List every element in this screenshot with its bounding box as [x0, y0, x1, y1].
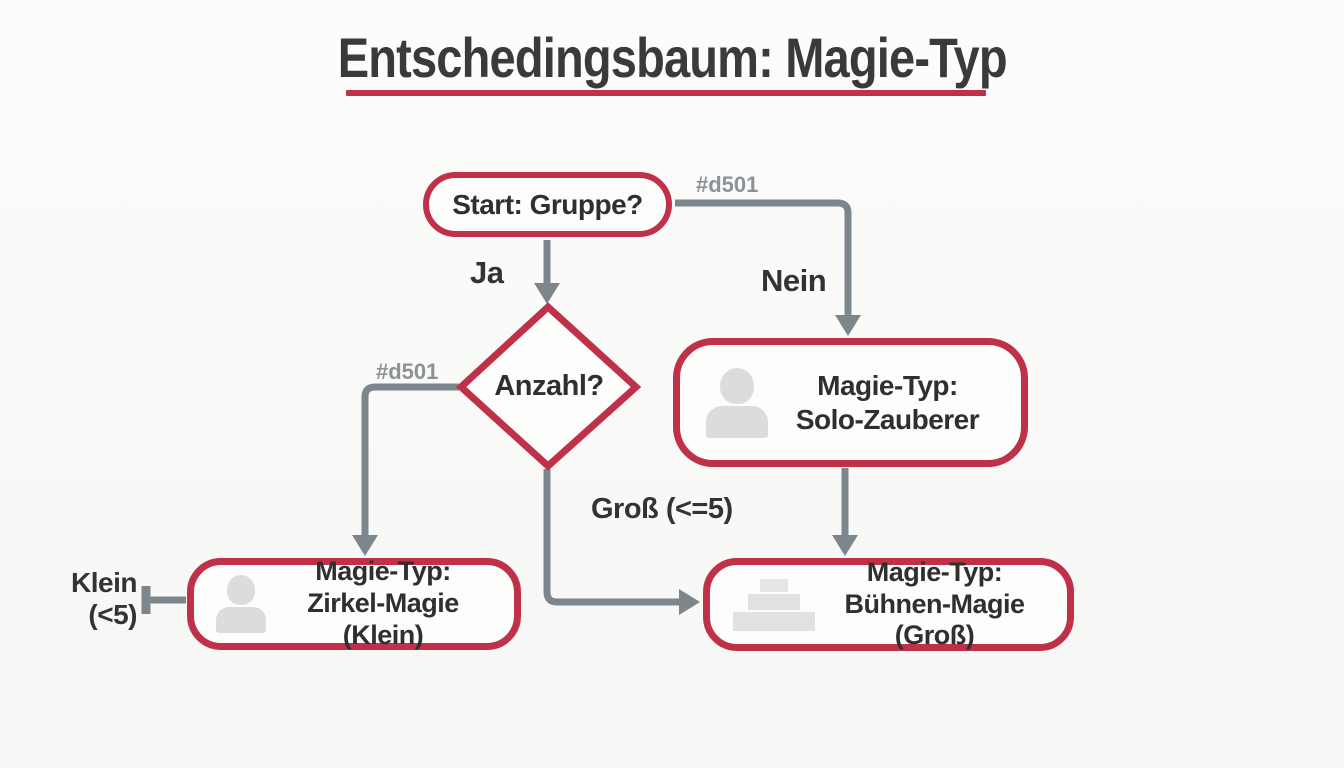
- page-title: Entschedingsbaum: Magie-Typ: [337, 26, 1007, 89]
- node-zirkel-label: Magie-Typ: Zirkel-Magie (Klein): [307, 556, 459, 650]
- node-buehnen-magie: Magie-Typ: Bühnen-Magie (Groß): [703, 556, 1074, 651]
- person-icon: [216, 575, 266, 633]
- person-icon: [706, 367, 768, 438]
- page-title-wrap: Entschedingsbaum: Magie-Typ: [0, 30, 1344, 86]
- edge-label-id-left: #d501: [376, 359, 439, 384]
- stage-icon: [732, 578, 816, 631]
- arrowhead-down-solo: [835, 315, 861, 336]
- node-decision: Anzahl?: [461, 306, 637, 467]
- node-start: Start: Gruppe?: [423, 172, 672, 237]
- node-decision-label: Anzahl?: [494, 370, 604, 402]
- node-buehnen-label: Magie-Typ: Bühnen-Magie (Groß): [844, 556, 1026, 651]
- edge-decision-to-buehnen: [543, 469, 679, 606]
- node-start-label: Start: Gruppe?: [452, 188, 643, 220]
- arrowhead-right-buehnen: [679, 589, 700, 615]
- edge-label-gross: Groß (<=5): [591, 493, 733, 525]
- node-zirkel-magie: Magie-Typ: Zirkel-Magie (Klein): [187, 556, 521, 650]
- edge-decision-to-zirkel: [361, 383, 459, 535]
- arrowhead-down-buehnen: [832, 535, 858, 556]
- edge-label-klein: Klein (<5): [71, 567, 137, 630]
- edge-start-to-solo: [675, 199, 852, 315]
- edge-label-ja: Ja: [470, 255, 504, 290]
- node-solo-label: Magie-Typ: Solo-Zauberer: [795, 369, 980, 435]
- title-underline: [346, 90, 986, 96]
- node-solo-zauberer: Magie-Typ: Solo-Zauberer: [673, 338, 1028, 467]
- arrowhead-down-zirkel: [352, 535, 378, 556]
- edge-label-id-right: #d501: [696, 172, 759, 197]
- edge-label-nein: Nein: [761, 263, 827, 298]
- arrowhead-down-decision: [534, 283, 560, 304]
- decision-diamond-shape: [455, 302, 642, 471]
